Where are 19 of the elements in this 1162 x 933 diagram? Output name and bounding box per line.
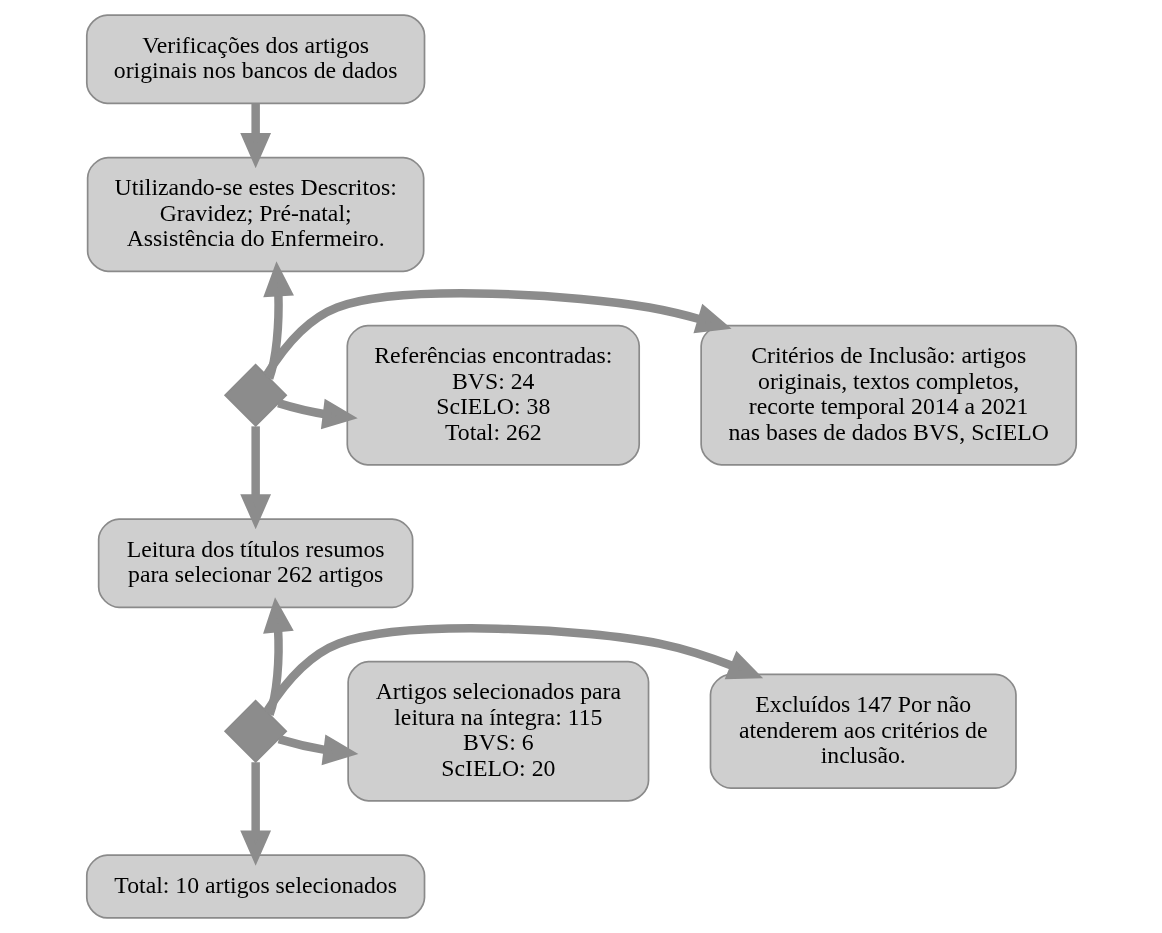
node-box: Leitura dos títulos resumos para selecionar 262 artigos [97,518,413,609]
arrow [262,597,294,716]
arrow [262,624,763,715]
node-cross [223,699,287,763]
arrow [239,104,271,169]
arrow [277,734,358,766]
arrow [262,289,732,378]
node-box: Artigos selecionados para leitura na íntegra: 115 BVS: 6 ScIELO: 20 [346,660,649,802]
node-box: Excluídos 147 Por não atenderem aos critérios de inclusão. [709,673,1017,789]
arrow [262,261,294,380]
node-cross [223,363,287,427]
node-box: Critérios de Inclusão: artigos originais, textos completos, recorte temporal 2014 a 2021 nas bases de dados BVS, ScIELO [699,324,1077,466]
arrow [239,762,271,866]
arrow [276,398,358,430]
node-box: Total: 10 artigos selecionados [85,854,425,919]
arrow [239,426,271,530]
node-box: Verificações dos artigos originais nos bancos de dados [85,14,425,105]
node-box: Referências encontradas: BVS: 24 ScIELO: 38 Total: 262 [345,324,640,466]
node-box: Utilizando-se estes Descritos: Gravidez; Pré-natal; Assistência do Enfermeiro. [86,156,425,273]
